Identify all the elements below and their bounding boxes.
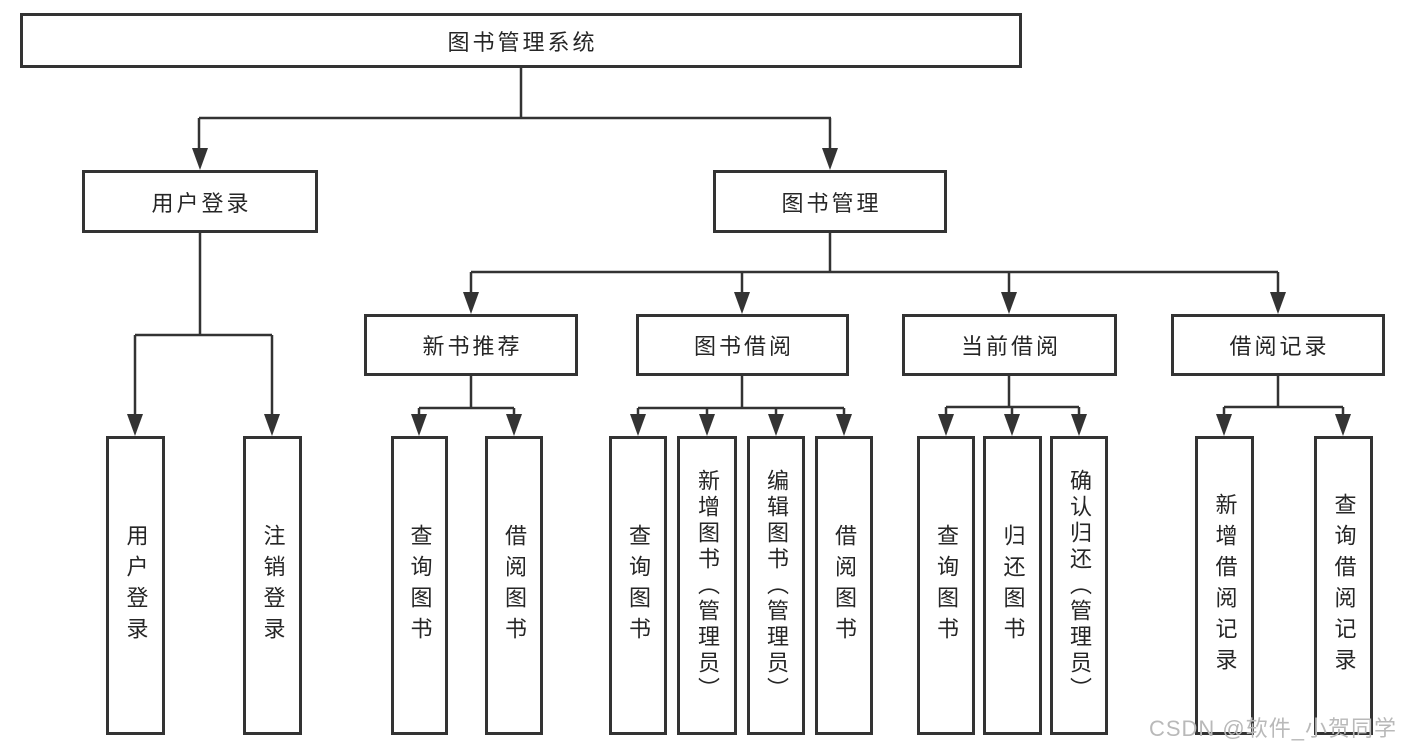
- arrowhead: [699, 414, 715, 436]
- leaf-label: 归还图书: [1000, 523, 1026, 648]
- arrowhead: [836, 414, 852, 436]
- node-book-borrowing: 图书借阅: [636, 314, 849, 376]
- arrowhead: [506, 414, 522, 436]
- connector-userlogin-to-leaves: [127, 233, 280, 436]
- leaf-return-books: 归还图书: [983, 436, 1042, 735]
- leaf-query-books-3: 查询图书: [917, 436, 975, 735]
- leaf-borrow-books-1: 借阅图书: [485, 436, 543, 735]
- leaf-user-login: 用户登录: [106, 436, 165, 735]
- leaf-edit-book-admin: 编辑图书（管理员）: [747, 436, 805, 735]
- leaf-add-book-admin: 新增图书（管理员）: [677, 436, 737, 735]
- arrowhead: [127, 414, 143, 436]
- leaf-label: 查询图书: [626, 523, 651, 648]
- arrowhead: [768, 414, 784, 436]
- leaf-query-borrow-record: 查询借阅记录: [1314, 436, 1373, 735]
- leaf-label: 编辑图书（管理员）: [764, 468, 789, 703]
- arrowhead: [1270, 292, 1286, 314]
- node-borrowing-records: 借阅记录: [1171, 314, 1385, 376]
- arrowhead: [411, 414, 427, 436]
- csdn-watermark: CSDN @软件_小贺同学: [1148, 716, 1397, 741]
- leaf-label: 查询借阅记录: [1331, 492, 1357, 679]
- leaf-query-books-1: 查询图书: [391, 436, 448, 735]
- leaf-label: 确认归还（管理员）: [1067, 468, 1092, 703]
- leaf-label: 用户登录: [123, 523, 149, 648]
- arrowhead: [822, 148, 838, 170]
- leaf-confirm-return-admin: 确认归还（管理员）: [1050, 436, 1108, 735]
- node-user-login: 用户登录: [82, 170, 318, 233]
- node-root: 图书管理系统: [20, 13, 1022, 68]
- arrowhead: [192, 148, 208, 170]
- arrowhead: [463, 292, 479, 314]
- arrowhead: [938, 414, 954, 436]
- arrowhead: [1335, 414, 1351, 436]
- leaf-label: 借阅图书: [502, 523, 527, 648]
- arrowhead: [1071, 414, 1087, 436]
- leaf-label: 注销登录: [260, 523, 286, 648]
- arrowhead: [630, 414, 646, 436]
- connector-records-to-leaves: [1216, 376, 1351, 436]
- arrowhead: [1004, 414, 1020, 436]
- arrowhead: [1001, 292, 1017, 314]
- connector-root-to-level2: [192, 68, 838, 170]
- leaf-label: 借阅图书: [832, 523, 857, 648]
- connector-bookmgmt-to-level3: [463, 233, 1286, 314]
- arrowhead: [264, 414, 280, 436]
- node-book-management: 图书管理: [713, 170, 947, 233]
- leaf-query-books-2: 查询图书: [609, 436, 667, 735]
- leaf-label: 新增图书（管理员）: [695, 468, 720, 703]
- leaf-label: 新增借阅记录: [1212, 492, 1238, 679]
- connector-current-to-leaves: [938, 376, 1087, 436]
- node-current-borrowing: 当前借阅: [902, 314, 1117, 376]
- leaf-add-borrow-record: 新增借阅记录: [1195, 436, 1254, 735]
- leaf-logout: 注销登录: [243, 436, 302, 735]
- connector-newbook-to-leaves: [411, 376, 522, 436]
- connector-borrowing-to-leaves: [630, 376, 852, 436]
- arrowhead: [1216, 414, 1232, 436]
- leaf-borrow-books-2: 借阅图书: [815, 436, 873, 735]
- node-new-book-recommend: 新书推荐: [364, 314, 578, 376]
- arrowhead: [734, 292, 750, 314]
- leaf-label: 查询图书: [934, 523, 959, 648]
- leaf-label: 查询图书: [407, 523, 433, 648]
